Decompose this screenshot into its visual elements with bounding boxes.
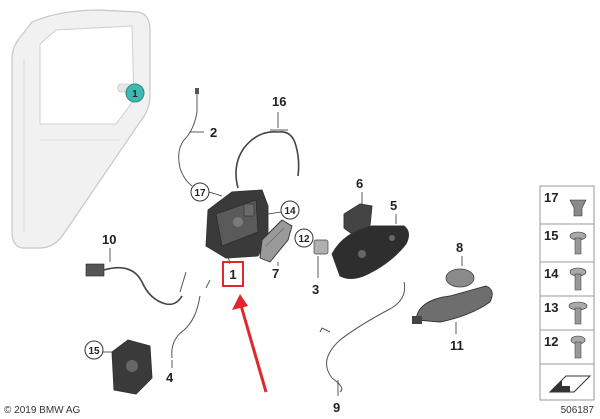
clip-icon <box>569 199 587 217</box>
copyright-text: © 2019 BMW AG <box>4 405 81 416</box>
callout-7: 7 <box>272 266 279 281</box>
callout-17: 17 <box>194 188 206 199</box>
part-16-wire: 16 <box>235 94 300 189</box>
part-10-cable: 10 <box>85 232 187 306</box>
part-6-bracket: 6 <box>343 176 373 235</box>
part-8-cap: 8 <box>445 240 475 288</box>
part-5-handle-carrier: 5 <box>331 198 409 279</box>
callout-6: 6 <box>356 176 363 191</box>
callout-9: 9 <box>333 400 340 415</box>
bolt-shank-icon <box>574 273 582 291</box>
callout-5: 5 <box>390 198 397 213</box>
callout-2: 2 <box>210 125 217 140</box>
legend-num-17: 17 <box>544 190 558 205</box>
legend-row-12: 12 <box>539 329 595 365</box>
screw-shank-icon <box>574 237 582 255</box>
fastener-legend: 17 15 14 13 12 <box>539 185 595 401</box>
part-11-outer-handle: 11 <box>412 285 493 353</box>
door-callout-label: 1 <box>132 89 138 100</box>
legend-num-13: 13 <box>544 300 558 315</box>
legend-num-12: 12 <box>544 334 558 349</box>
part-9-cable: 9 <box>319 281 406 415</box>
diagram-number: 506187 <box>561 405 595 416</box>
callout-1-highlight: 1 <box>222 261 244 287</box>
part-1-door-lock <box>205 189 269 265</box>
legend-row-13: 13 <box>539 295 595 331</box>
part-4-cable: 4 <box>166 279 211 385</box>
part-2-cable: 2 <box>178 88 217 187</box>
callout-15: 15 <box>88 346 100 357</box>
rear-door-panel <box>11 9 151 249</box>
callout-10: 10 <box>102 232 116 247</box>
part-7-cover: 7 <box>259 219 293 281</box>
legend-row-arrow <box>539 363 595 401</box>
callout-4: 4 <box>166 370 174 385</box>
callout-17-circle: 17 <box>190 182 223 202</box>
callout-14: 14 <box>284 206 296 217</box>
legend-row-15: 15 <box>539 223 595 263</box>
legend-row-17: 17 <box>539 185 595 225</box>
callout-8: 8 <box>456 240 463 255</box>
callout-11: 11 <box>450 338 464 353</box>
callout-16: 16 <box>272 94 286 109</box>
part-14-bracket: 14 <box>267 200 300 220</box>
part-12-fastener: 12 3 <box>294 228 329 297</box>
door-callout-badge: 1 <box>125 83 145 103</box>
callout-3: 3 <box>312 282 319 297</box>
part-15-actuator: 15 <box>84 339 153 395</box>
nut-shank-icon <box>574 341 582 359</box>
legend-num-14: 14 <box>544 266 559 281</box>
highlight-arrow <box>232 294 268 393</box>
callout-12: 12 <box>298 234 310 245</box>
direction-arrow-icon <box>550 380 570 392</box>
flange-screw-shank-icon <box>574 307 582 325</box>
legend-row-14: 14 <box>539 261 595 297</box>
legend-num-15: 15 <box>544 228 558 243</box>
callout-1: 1 <box>229 267 236 282</box>
